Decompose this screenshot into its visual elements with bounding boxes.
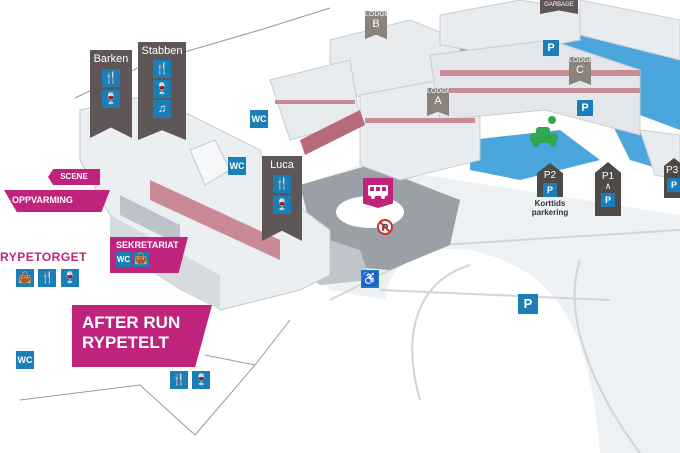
accessibility-icon[interactable]: ♿ <box>361 270 379 288</box>
sekretariat-sign[interactable]: SEKRETARIAT WC 👜 <box>110 237 188 273</box>
after-run-line2: RYPETELT <box>82 333 169 352</box>
parking-icon: P <box>543 183 557 197</box>
lodge-letter: B <box>372 18 380 30</box>
lodge-a-marker[interactable]: LODGE A <box>427 88 449 116</box>
parking-icon[interactable]: P <box>518 294 538 314</box>
lodge-label: LODGE <box>427 88 452 95</box>
garbage-marker[interactable]: GARBAGE <box>540 0 578 14</box>
parking-icon: P <box>601 193 615 207</box>
wine-glass-icon: 🍷 <box>273 196 291 214</box>
parking-zone-p1[interactable]: P1 ∧ P <box>595 162 621 216</box>
wine-glass-icon: 🍷 <box>153 80 171 98</box>
scene-sign[interactable]: SCENE <box>48 169 100 185</box>
lodge-label: LODGE <box>569 57 594 64</box>
wc-marker[interactable]: WC <box>250 110 268 128</box>
lodge-letter: C <box>576 64 584 76</box>
lodge-letter: A <box>434 95 442 107</box>
parking-icon: P <box>667 178 680 192</box>
restaurant-marker-luca[interactable]: Luca 🍴 🍷 <box>262 156 302 241</box>
bus-icon <box>368 185 388 199</box>
fork-knife-icon: 🍴 <box>273 175 291 193</box>
fork-knife-icon: 🍴 <box>102 69 120 87</box>
shopping-bag-icon: 👜 <box>133 252 149 267</box>
after-run-line1: AFTER RUN <box>82 313 181 332</box>
footbridge <box>300 110 365 155</box>
restaurant-marker-barken[interactable]: Barken 🍴 🍷 <box>90 50 132 138</box>
chevron-up-icon: ∧ <box>604 181 612 191</box>
rypetorget-label: RYPETORGET <box>0 250 88 264</box>
parking-zone-name: P3 <box>666 165 679 176</box>
restaurant-name: Barken <box>93 53 129 65</box>
shopping-bag-icon: 👜 <box>16 269 34 287</box>
sekretariat-label: SEKRETARIAT <box>116 240 179 250</box>
lodge-c-marker[interactable]: LODGE C <box>569 57 591 85</box>
oppvarming-sign[interactable]: OPPVARMING <box>4 190 110 212</box>
lodge-buildings <box>269 0 680 181</box>
ev-charging-car-icon <box>530 116 558 147</box>
restaurant-name: Luca <box>270 159 294 171</box>
rypetorget-icons: 👜 🍴 🍷 <box>16 268 79 287</box>
garbage-label: GARBAGE <box>544 2 574 8</box>
after-run-rypetelt-sign[interactable]: AFTER RUN RYPETELT <box>72 305 212 367</box>
wc-marker[interactable]: WC <box>228 157 246 175</box>
restaurant-marker-stabben[interactable]: Stabben 🍴 🍷 ♫ <box>138 42 186 140</box>
fork-knife-icon: 🍴 <box>38 269 57 287</box>
lodge-b-marker[interactable]: LODGE B <box>365 11 387 39</box>
wc-icon: WC <box>116 252 131 267</box>
parking-zone-name: P2 <box>543 170 557 181</box>
music-note-icon: ♫ <box>153 100 171 118</box>
bus-stop-marker[interactable] <box>363 178 393 208</box>
scene-label: SCENE <box>60 172 88 181</box>
fork-knife-icon: 🍴 <box>170 371 188 389</box>
restaurant-name: Stabben <box>141 45 183 57</box>
oppvarming-label: OPPVARMING <box>12 195 73 205</box>
wine-glass-icon: 🍷 <box>192 371 211 389</box>
after-run-icons: 🍴 🍷 <box>170 370 211 389</box>
parking-zone-p3[interactable]: P3 P <box>664 158 680 198</box>
parking-icon[interactable]: P <box>543 40 559 56</box>
wc-marker[interactable]: WC <box>16 351 34 369</box>
parking-zone-name: P1 <box>601 171 615 182</box>
parking-icon[interactable]: P <box>577 100 593 116</box>
wine-glass-icon: 🍷 <box>102 90 120 108</box>
fork-knife-icon: 🍴 <box>153 60 171 78</box>
short-term-parking-label: Korttids parkering <box>531 199 569 217</box>
lodge-label: LODGE <box>365 11 390 18</box>
wine-glass-icon: 🍷 <box>60 269 79 287</box>
no-parking-icon: P <box>377 219 393 235</box>
